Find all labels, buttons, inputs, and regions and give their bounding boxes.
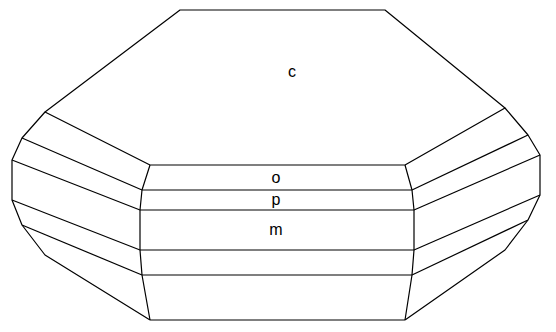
face-label: o (272, 170, 281, 186)
face-label: m (269, 222, 282, 238)
face-label: c (288, 64, 296, 80)
face-label: p (272, 192, 281, 208)
